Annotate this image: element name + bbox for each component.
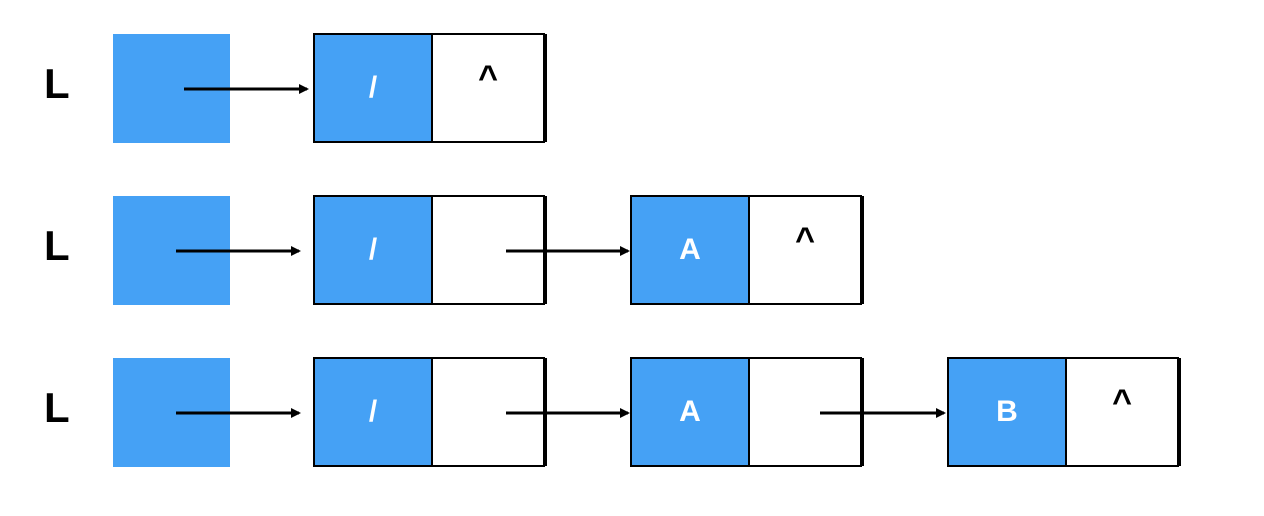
node-next-field: ^ bbox=[433, 35, 543, 141]
head-pointer-box bbox=[113, 34, 230, 143]
head-pointer-box bbox=[113, 196, 230, 305]
node-next-field bbox=[433, 197, 543, 303]
node-data-field: A bbox=[632, 359, 750, 465]
null-pointer-mark: ^ bbox=[795, 220, 815, 259]
list-node: / bbox=[313, 357, 545, 467]
node-data-field: / bbox=[315, 359, 433, 465]
list-label: L bbox=[44, 60, 70, 107]
list-row-3: L / A B ^ bbox=[0, 357, 1264, 469]
null-pointer-mark: ^ bbox=[478, 58, 498, 97]
node-data-field: A bbox=[632, 197, 750, 303]
list-row-1: L / ^ bbox=[0, 33, 1264, 145]
node-next-field bbox=[750, 359, 860, 465]
list-node: / ^ bbox=[313, 33, 545, 143]
node-next-field bbox=[433, 359, 543, 465]
list-label: L bbox=[44, 222, 70, 269]
list-label: L bbox=[44, 384, 70, 431]
node-data-field: / bbox=[315, 197, 433, 303]
node-data-field: / bbox=[315, 35, 433, 141]
list-row-2: L / A ^ bbox=[0, 195, 1264, 307]
null-pointer-mark: ^ bbox=[1112, 382, 1132, 421]
list-node: B ^ bbox=[947, 357, 1179, 467]
node-data-field: B bbox=[949, 359, 1067, 465]
list-node: A ^ bbox=[630, 195, 862, 305]
head-pointer-box bbox=[113, 358, 230, 467]
list-node: / bbox=[313, 195, 545, 305]
list-node: A bbox=[630, 357, 862, 467]
node-next-field: ^ bbox=[750, 197, 860, 303]
node-next-field: ^ bbox=[1067, 359, 1177, 465]
